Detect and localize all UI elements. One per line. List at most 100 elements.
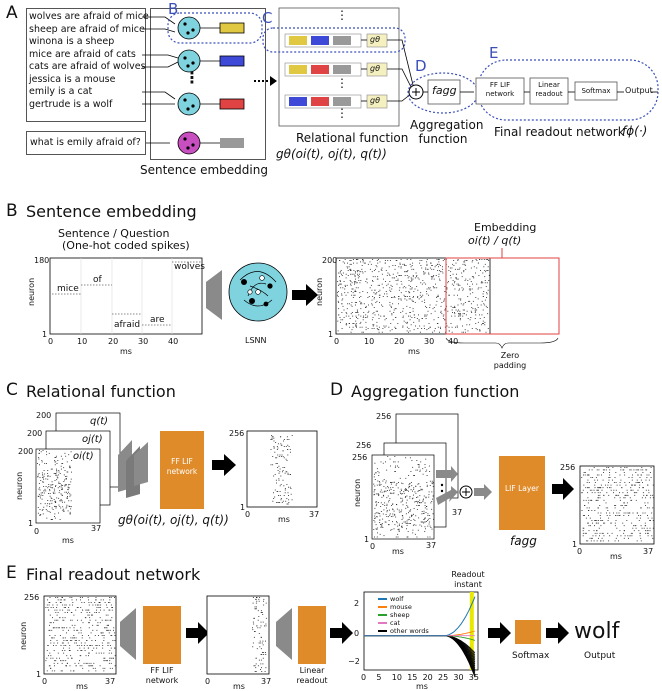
panel-b-title: Sentence embedding — [26, 202, 197, 221]
svg-text:0: 0 — [205, 677, 210, 686]
ff-lif-network-e: FF LIF network — [145, 666, 179, 685]
svg-text:neuron: neuron — [15, 472, 24, 500]
y-tick-180: 180 — [34, 256, 49, 265]
svg-text:30: 30 — [424, 337, 434, 346]
svg-text:ms: ms — [233, 682, 245, 691]
legend-item: other words — [378, 627, 429, 635]
panel-a-letter: A — [6, 3, 18, 23]
relational-function-label: Relational function — [296, 131, 409, 145]
svg-text:0: 0 — [370, 542, 375, 551]
word-mice: mice — [57, 284, 79, 294]
ellipsis-rel-top: ⋮ — [336, 8, 348, 22]
panel-a-graphics — [142, 7, 659, 155]
ff-lif-network-c: FF LIF network — [166, 457, 198, 476]
panel-e-letter: E — [6, 563, 17, 583]
x-tick-label: 10 — [392, 673, 402, 682]
panel-c-letter: C — [6, 380, 18, 400]
svg-text:ms: ms — [62, 536, 74, 545]
word-wolves: wolves — [174, 262, 205, 272]
readout-instant-label: Readout instant — [451, 570, 485, 589]
output-word: wolf — [574, 619, 620, 644]
svg-text:0: 0 — [334, 337, 339, 346]
svg-text:0: 0 — [34, 527, 39, 536]
linear-readout-a: Linear readout — [535, 81, 563, 98]
svg-text:−2: −2 — [348, 657, 360, 666]
svg-text:neuron: neuron — [353, 479, 362, 507]
svg-text:ms: ms — [408, 347, 420, 356]
zero-padding-label: Zero padding — [493, 351, 527, 370]
x-tick-label: 25 — [438, 673, 448, 682]
svg-text:37: 37 — [261, 677, 271, 686]
sentence-embedding-label: Sentence embedding — [140, 163, 268, 177]
svg-text:37: 37 — [643, 547, 653, 556]
aggregation-input-raster — [373, 456, 434, 538]
relational-formula: gθ(oi(t), oj(t), q(t)) — [276, 147, 387, 161]
x-tick-label: 35 — [469, 673, 479, 682]
readout-hidden-raster — [252, 597, 267, 672]
svg-text:256: 256 — [24, 593, 39, 602]
svg-text:40: 40 — [168, 337, 178, 346]
trace-line — [364, 596, 476, 637]
sublabel-e: E — [489, 44, 499, 62]
svg-text:1: 1 — [364, 535, 369, 544]
sentence-item: mice are afraid of cats — [29, 48, 136, 60]
f-phi-label: fϕ(·) — [622, 124, 648, 138]
word-of: of — [93, 275, 102, 285]
sentence-embedding-frame — [150, 8, 266, 160]
story-box — [26, 8, 146, 122]
svg-text:2: 2 — [354, 599, 359, 608]
g-theta-1: gθ — [370, 35, 380, 44]
svg-text:neuron: neuron — [19, 622, 28, 650]
svg-text:10: 10 — [77, 337, 87, 346]
svg-text:200: 200 — [322, 256, 337, 265]
embedding-label: Embedding — [474, 221, 537, 234]
svg-text:1: 1 — [328, 330, 333, 339]
b-dotted-frame — [167, 12, 263, 44]
f-agg-label: fagg — [432, 84, 457, 97]
lif-layer-d: LIF Layer — [505, 484, 539, 493]
output-a: Output — [625, 86, 653, 95]
final-readout-network-label: Final readout network — [494, 125, 625, 139]
sentence-item: cats are afraid of wolves — [29, 61, 146, 72]
panel-c-title: Relational function — [26, 382, 176, 401]
legend-item: wolf — [378, 595, 429, 603]
svg-text:ms: ms — [416, 682, 428, 691]
linear-readout-e: Linear readout — [296, 666, 328, 685]
svg-text:neuron: neuron — [315, 278, 324, 306]
ellipsis-rel-mid: ⋮ — [336, 76, 348, 90]
svg-text:1: 1 — [572, 540, 577, 549]
svg-text:200: 200 — [18, 447, 33, 456]
svg-text:256: 256 — [560, 463, 575, 472]
sentence-connectors — [142, 16, 179, 144]
readout-instant-line — [469, 592, 474, 670]
ff-lif-network-a: FF LIF network — [485, 81, 515, 98]
legend-item: cat — [378, 619, 429, 627]
sublabel-b: B — [168, 0, 179, 18]
g-theta-3: gθ — [370, 96, 380, 105]
panel-d-letter: D — [330, 380, 344, 400]
y-tick-1: 1 — [42, 330, 47, 339]
svg-text:256: 256 — [229, 429, 244, 438]
sentence-item: jessica is a mouse — [29, 73, 116, 85]
svg-text:256: 256 — [352, 453, 367, 462]
sentence-item: emily is a cat — [29, 86, 93, 97]
relational-formula-c: gθ(oi(t), oj(t), q(t)) — [118, 513, 229, 527]
svg-text:ms: ms — [392, 547, 404, 556]
svg-text:200: 200 — [27, 429, 42, 438]
panel-b-letter: B — [6, 201, 18, 221]
svg-text:1: 1 — [240, 503, 245, 512]
x-tick-37-d: 37 — [426, 541, 437, 550]
svg-text:10: 10 — [364, 337, 374, 346]
svg-text:ms: ms — [610, 552, 622, 561]
softmax-e: Softmax — [512, 651, 550, 661]
svg-text:256: 256 — [356, 441, 371, 450]
sentence-item: wolves are afraid of mice — [29, 11, 149, 22]
sentence-item: winona is a sheep — [29, 36, 115, 47]
question-text: what is emily afraid of? — [30, 137, 141, 148]
svg-text:37: 37 — [309, 510, 319, 519]
svg-text:200: 200 — [36, 411, 51, 420]
svg-text:ms: ms — [278, 515, 290, 524]
